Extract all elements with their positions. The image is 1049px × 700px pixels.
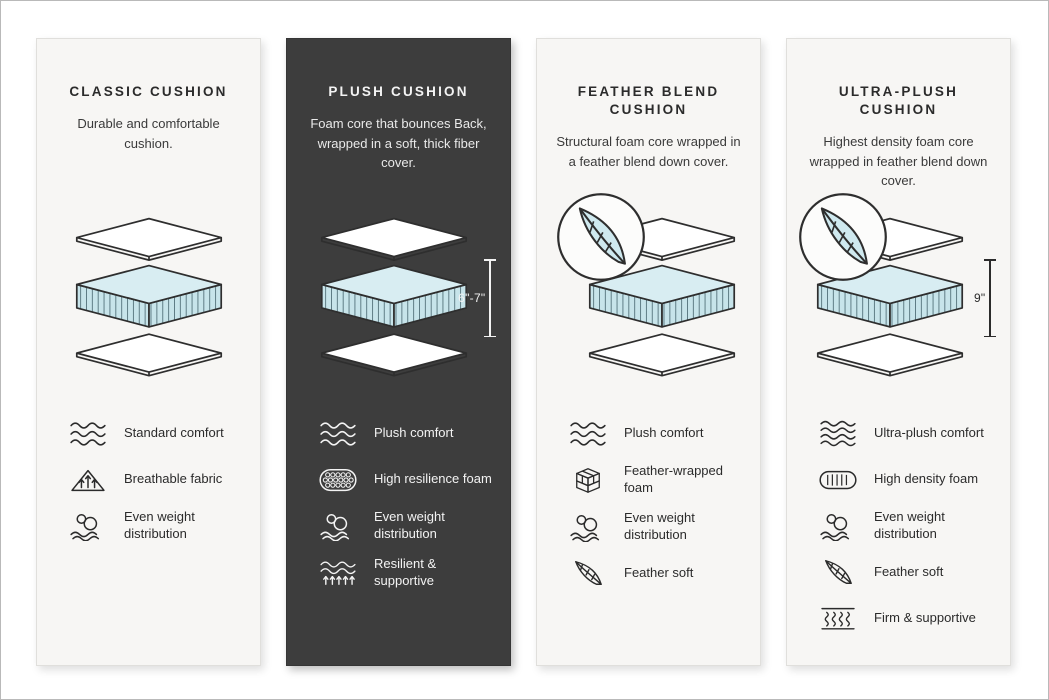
feature-row: Feather soft [817,556,1002,589]
feature-label: Standard comfort [124,425,224,441]
waves-icon [67,419,109,449]
card-description: Foam core that bounces Back, wrapped in … [310,116,487,171]
height-indicator: 9" [974,259,994,337]
cushion-layers-illustration [54,215,244,382]
weight-icon [67,511,109,541]
ultra-waves-icon [817,419,859,449]
card-plush-cushion: PLUSH CUSHION Foam core that bounces Bac… [286,38,511,666]
feature-label: Even weight distribution [874,509,945,541]
feature-label: Resilient & supportive [374,555,437,588]
feature-row: High resilience foam [317,463,502,496]
honeycomb-icon [317,465,359,495]
weight-icon [567,512,609,542]
card-title: ULTRA-PLUSH CUSHION [838,84,959,118]
card-description: Durable and comfortable cushion. [77,116,220,151]
feather-icon [817,557,859,587]
resilient-icon [317,558,359,588]
feature-row: Ultra-plush comfort [817,417,1002,450]
feature-label: High density foam [874,471,979,487]
feature-label: Plush comfort [374,425,454,441]
height-label: 6"-7" [458,291,486,305]
feature-row: Feather soft [567,557,752,590]
feature-row: Even weight distribution [817,509,1002,543]
feature-row: Even weight distribution [567,510,752,544]
feature-row: High density foam [817,463,1002,496]
height-indicator: 6"-7" [458,259,494,337]
feature-row: Firm & supportive [817,602,1002,635]
waves-icon [317,419,359,449]
feature-label: High resilience foam [374,471,492,487]
feature-label: Feather soft [874,563,944,579]
card-title: CLASSIC CUSHION [69,84,228,99]
feather-icon [799,193,887,281]
feature-label: Even weight distribution [374,509,445,541]
card-header: FEATHER BLEND CUSHION Structural foam co… [537,39,760,195]
density-icon [817,465,859,495]
feature-label: Feather-wrapped foam [624,463,723,495]
card-title: FEATHER BLEND CUSHION [577,84,720,118]
feature-row: Feather-wrapped foam [567,463,752,497]
card-description: Structural foam core wrapped in a feathe… [556,134,741,169]
card-header: CLASSIC CUSHION Durable and comfortable … [37,39,260,195]
cushion-diagram: 9" [787,193,1010,391]
feature-label: Ultra-plush comfort [874,425,984,441]
weight-icon [817,511,859,541]
feature-list: Plush comfort High resilience foam Even … [287,417,510,603]
feature-row: Standard comfort [67,417,252,450]
breathable-icon [67,465,109,495]
feather-icon [557,193,645,281]
waves-icon [567,419,609,449]
feature-label: Firm & supportive [874,609,976,625]
feather-badge [797,191,889,283]
card-title: PLUSH CUSHION [328,84,469,99]
cushion-diagram [537,193,760,391]
cushion-diagram: 6"-7" [287,215,510,391]
card-description: Highest density foam core wrapped in fea… [809,134,988,189]
feature-list: Plush comfort Feather-wrapped foam Even … [537,417,760,603]
feature-list: Standard comfort Breathable fabric Even … [37,417,260,556]
card-ultra-plush-cushion: ULTRA-PLUSH CUSHION Highest density foam… [786,38,1011,666]
feather-badge [555,191,647,283]
feature-list: Ultra-plush comfort High density foam Ev… [787,417,1010,648]
feature-label: Even weight distribution [624,509,695,542]
feature-label: Breathable fabric [124,471,223,487]
feature-row: Plush comfort [567,417,752,450]
springs-icon [817,603,859,633]
feature-row: Breathable fabric [67,463,252,496]
cushion-diagram [37,215,260,391]
foam-bricks-icon [567,465,609,495]
feature-row: Even weight distribution [317,509,502,543]
feature-label: Even weight distribution [124,509,195,541]
cushion-comparison: CLASSIC CUSHION Durable and comfortable … [1,1,1048,666]
card-header: ULTRA-PLUSH CUSHION Highest density foam… [787,39,1010,195]
card-classic-cushion: CLASSIC CUSHION Durable and comfortable … [36,38,261,666]
feature-label: Plush comfort [624,425,704,441]
card-header: PLUSH CUSHION Foam core that bounces Bac… [287,39,510,195]
feature-row: Even weight distribution [67,509,252,543]
feature-label: Feather soft [624,564,694,580]
card-feather-blend-cushion: FEATHER BLEND CUSHION Structural foam co… [536,38,761,666]
height-label: 9" [973,291,986,305]
feature-row: Resilient & supportive [317,556,502,590]
feather-icon [567,558,609,588]
feature-row: Plush comfort [317,417,502,450]
weight-icon [317,511,359,541]
